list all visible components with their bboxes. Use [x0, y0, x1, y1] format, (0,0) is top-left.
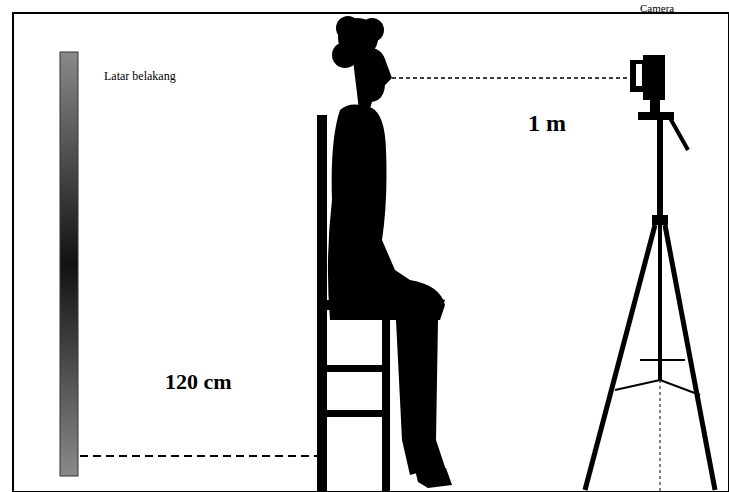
frame: [13, 13, 729, 492]
distance-line: [392, 77, 640, 79]
distance-label: 120 cm: [165, 370, 232, 394]
camera-tripod: [585, 55, 715, 492]
distance-line: [80, 455, 318, 457]
camera-label: Camera: [640, 2, 674, 14]
background-panel: [60, 52, 78, 476]
background-label: Latar belakang: [104, 70, 176, 83]
distance-label: 1 m: [528, 110, 566, 136]
seated-person: [328, 16, 452, 488]
